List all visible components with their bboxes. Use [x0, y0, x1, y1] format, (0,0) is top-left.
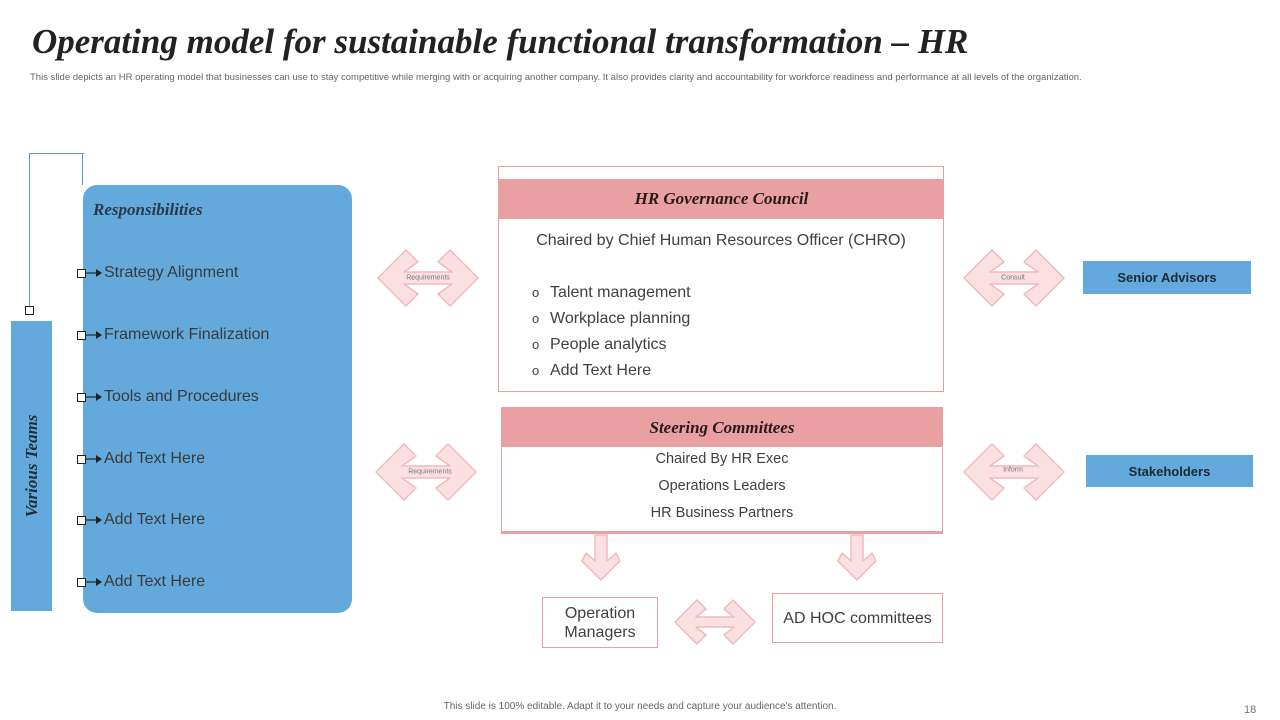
arrow-right-icon: [86, 455, 102, 463]
arrow-label: Requirements: [406, 274, 450, 282]
square-marker-icon: [77, 268, 86, 278]
steering-item: Operations Leaders: [658, 478, 786, 494]
senior-advisors-label: Senior Advisors: [1117, 270, 1217, 285]
steering-item: HR Business Partners: [650, 505, 794, 521]
responsibility-label: Framework Finalization: [104, 326, 270, 343]
responsibility-label: Add Text Here: [104, 450, 206, 467]
square-marker-icon: [77, 515, 86, 525]
double-arrow-requirements-top: Requirements: [376, 248, 480, 308]
circle-bullet-icon: o: [532, 311, 540, 326]
double-arrow-icon: [375, 443, 477, 501]
double-arrow-consult: Consult: [962, 248, 1066, 308]
governance-council-title: HR Governance Council: [634, 189, 809, 208]
page-number: 18: [1244, 704, 1257, 716]
responsibility-label: Strategy Alignment: [104, 264, 239, 281]
responsibility-item: Framework Finalization: [77, 325, 269, 345]
ad-hoc-committees-box: AD HOC committees: [772, 593, 943, 643]
arrow-right-icon: [86, 516, 102, 524]
bracket-connector-right: [82, 153, 83, 185]
square-marker-icon: [77, 454, 86, 464]
responsibility-item: Add Text Here: [77, 572, 205, 592]
operation-managers-box: Operation Managers: [542, 597, 658, 648]
responsibility-item: Tools and Procedures: [77, 387, 259, 407]
senior-advisors-box: Senior Advisors: [1083, 261, 1251, 294]
double-arrow-requirements-bottom: Requirements: [374, 442, 478, 502]
responsibility-label: Tools and Procedures: [104, 388, 259, 405]
responsibility-item: Add Text Here: [77, 449, 205, 469]
responsibility-label: Add Text Here: [104, 511, 206, 528]
bracket-connector: [29, 153, 84, 311]
arrow-right-icon: [86, 269, 102, 277]
double-arrow-icon: [963, 249, 1065, 307]
down-arrow-icon: [581, 534, 621, 581]
down-arrow-right: [836, 533, 878, 582]
double-arrow-icon: [377, 249, 479, 307]
footer-note: This slide is 100% editable. Adapt it to…: [443, 701, 837, 712]
square-marker-icon: [77, 392, 86, 402]
responsibility-label: Add Text Here: [104, 573, 206, 590]
square-marker-icon: [77, 577, 86, 587]
governance-chair-text: Chaired by Chief Human Resources Officer…: [536, 232, 906, 249]
down-arrow-icon: [837, 534, 877, 581]
responsibility-item: Strategy Alignment: [77, 263, 238, 283]
double-arrow-inform: Inform: [962, 442, 1066, 502]
bracket-square-marker: [25, 306, 34, 315]
operation-managers-label: Operation Managers: [564, 604, 636, 641]
responsibilities-title: Responsibilities: [93, 200, 203, 219]
down-arrow-left: [580, 533, 622, 582]
steering-committees-header: Steering Committees: [502, 408, 942, 447]
ad-hoc-committees-label: AD HOC committees: [783, 609, 932, 627]
square-marker-icon: [77, 330, 86, 340]
responsibilities-panel: [83, 185, 352, 613]
double-arrow-icon: [963, 443, 1065, 501]
double-arrow-icon: [674, 599, 756, 645]
steering-committees-title: Steering Committees: [649, 417, 795, 437]
circle-bullet-icon: o: [532, 363, 540, 378]
arrow-label: Inform: [1003, 466, 1023, 474]
arrow-label: Consult: [1001, 274, 1025, 282]
responsibility-item: Add Text Here: [77, 510, 205, 530]
arrow-right-icon: [86, 578, 102, 586]
stakeholders-box: Stakeholders: [1086, 455, 1253, 487]
page-subtitle: This slide depicts an HR operating model…: [30, 72, 1082, 83]
arrow-right-icon: [86, 331, 102, 339]
circle-bullet-icon: o: [532, 285, 540, 300]
stakeholders-label: Stakeholders: [1128, 463, 1211, 479]
arrow-right-icon: [86, 393, 102, 401]
arrow-label: Requirements: [408, 468, 452, 476]
page-title: Operating model for sustainable function…: [32, 22, 969, 61]
governance-council-header: HR Governance Council: [499, 179, 944, 219]
circle-bullet-icon: o: [532, 337, 540, 352]
double-arrow-bottom: [673, 598, 757, 646]
various-teams-label: Various Teams: [22, 414, 41, 518]
steering-item: Chaired By HR Exec: [655, 451, 789, 467]
various-teams-bar: [11, 321, 52, 611]
